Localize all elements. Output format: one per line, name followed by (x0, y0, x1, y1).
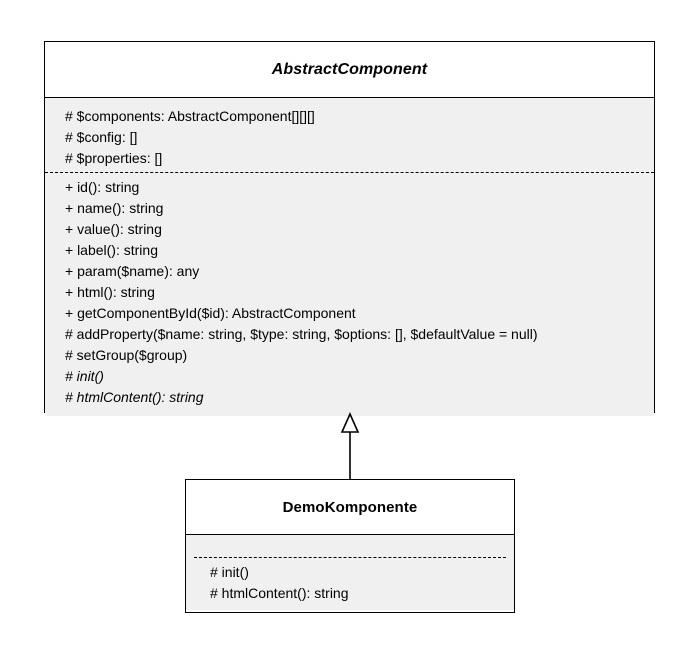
class-header-abstractcomponent: AbstractComponent (45, 42, 654, 98)
attribute-row: # $components: AbstractComponent[][][] (65, 108, 315, 124)
uml-class-abstractcomponent[interactable]: AbstractComponent # $components: Abstrac… (44, 41, 655, 416)
class-body-abstractcomponent: # $components: AbstractComponent[][][] #… (45, 98, 654, 416)
attributes-compartment-abstractcomponent: # $components: AbstractComponent[][][] #… (45, 98, 654, 172)
operation-row: + param($name): any (65, 263, 200, 279)
class-header-demokomponente: DemoKomponente (186, 480, 514, 535)
operation-row: # setGroup($group) (65, 347, 188, 363)
generalization-arrow-icon (340, 412, 360, 488)
attributes-operations-separator (194, 557, 506, 558)
operations-compartment-demokomponente: # init() # htmlContent(): string (186, 558, 514, 610)
attribute-row: # $properties: [] (65, 150, 163, 166)
operation-row: + name(): string (65, 200, 164, 216)
attribute-row: # $config: [] (65, 129, 138, 145)
attributes-operations-separator (45, 172, 654, 173)
class-title-abstractcomponent: AbstractComponent (271, 60, 428, 78)
operation-row: # init() (65, 368, 104, 384)
operation-row: # htmlContent(): string (210, 585, 349, 601)
operation-row: + label(): string (65, 242, 158, 258)
operation-row: + html(): string (65, 284, 155, 300)
operation-row: + value(): string (65, 221, 162, 237)
class-body-demokomponente: # init() # htmlContent(): string (186, 535, 514, 610)
operations-compartment-abstractcomponent: + id(): string + name(): string + value(… (45, 173, 654, 416)
uml-class-demokomponente[interactable]: DemoKomponente # init() # htmlContent():… (185, 479, 515, 613)
operation-row: # addProperty($name: string, $type: stri… (65, 326, 538, 342)
operation-row: # htmlContent(): string (65, 389, 204, 405)
class-title-demokomponente: DemoKomponente (282, 498, 418, 516)
operation-row: + id(): string (65, 179, 140, 195)
operation-row: # init() (210, 564, 249, 580)
operation-row: + getComponentById($id): AbstractCompone… (65, 305, 356, 321)
attributes-compartment-demokomponente (186, 535, 514, 557)
